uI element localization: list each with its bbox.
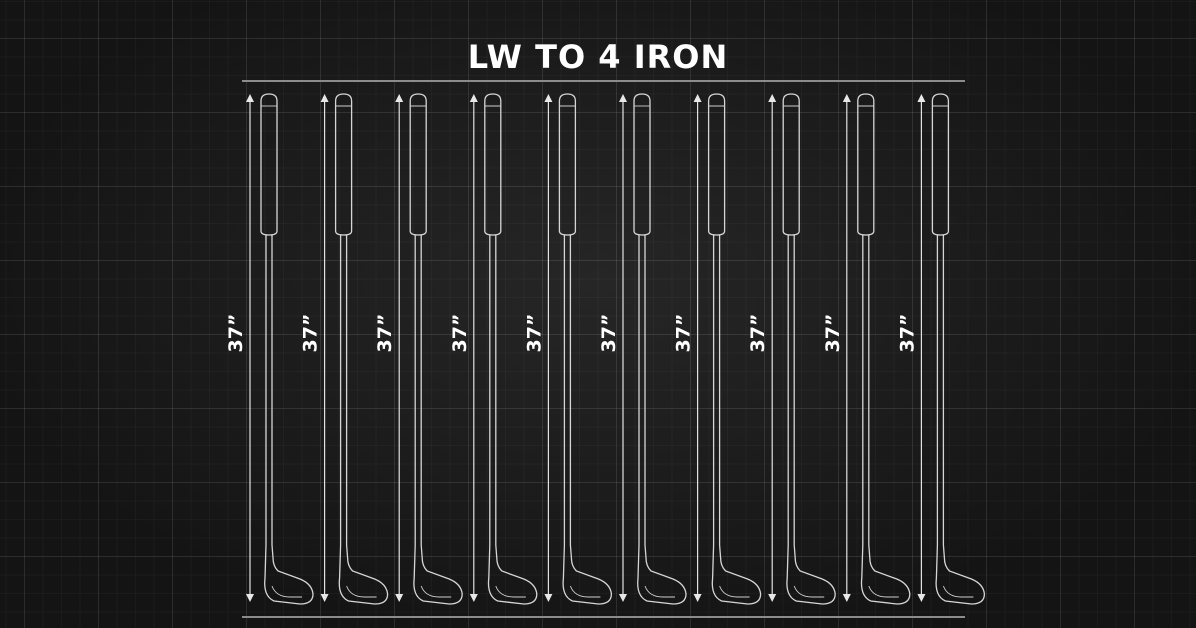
club-shaft <box>563 235 572 545</box>
club-shaft <box>936 235 945 545</box>
club-head <box>562 544 613 605</box>
club-grip <box>931 93 950 236</box>
clubs-layer: 37” 37” 37” 37” 37” 37” 37” 37” 37” 37” <box>225 93 986 605</box>
club-head <box>338 544 389 605</box>
club-head <box>413 544 463 605</box>
club-grip <box>782 93 800 236</box>
golf-club-icon: 37” <box>598 93 687 605</box>
club-head-detail <box>271 585 302 598</box>
club-grip <box>707 93 726 236</box>
dimension-arrow-icon <box>395 594 404 602</box>
club-head <box>786 544 836 605</box>
dimension-arrow-icon <box>619 94 627 102</box>
club-grip <box>484 93 502 236</box>
dimension-arrow-icon <box>768 94 777 102</box>
golf-club-icon: 37” <box>225 93 314 605</box>
club-head-detail <box>644 585 675 598</box>
club-length-label: 37” <box>598 314 620 353</box>
club-grip <box>558 93 577 236</box>
club-head-detail <box>569 585 601 598</box>
club-grip <box>633 93 651 236</box>
golf-club-icon: 37” <box>449 93 538 605</box>
club-grip <box>857 93 875 236</box>
golf-club-icon: 37” <box>300 93 389 605</box>
dimension-arrow-icon <box>693 94 702 102</box>
golf-club-icon: 37” <box>673 93 762 605</box>
club-grip <box>260 93 278 236</box>
club-head <box>711 544 762 605</box>
dimension-arrow-icon <box>395 94 404 102</box>
club-head-detail <box>868 585 899 598</box>
club-shaft <box>489 235 497 545</box>
golf-club-icon: 37” <box>523 93 613 605</box>
golf-club-icon: 37” <box>374 93 463 605</box>
dimension-arrow-icon <box>246 94 254 102</box>
club-grip <box>409 93 427 236</box>
golf-club-icon: 37” <box>822 93 911 605</box>
club-shaft <box>862 235 870 545</box>
dimension-arrow-icon <box>917 94 926 102</box>
dimension-arrow-icon <box>842 594 851 602</box>
club-shaft <box>339 235 348 545</box>
club-shaft <box>638 235 646 545</box>
golf-club-icon: 37” <box>896 93 986 605</box>
club-head <box>935 544 986 605</box>
club-length-label: 37” <box>523 314 545 353</box>
club-length-label: 37” <box>374 314 396 353</box>
dimension-arrow-icon <box>917 594 926 602</box>
club-head <box>637 544 687 605</box>
club-head-detail <box>793 585 825 598</box>
club-head-detail <box>942 585 974 598</box>
club-shaft <box>265 235 273 545</box>
club-length-label: 37” <box>747 314 769 353</box>
diagram-title: LW TO 4 IRON <box>467 38 729 76</box>
dimension-arrow-icon <box>469 94 478 102</box>
club-shaft <box>712 235 721 545</box>
club-head-detail <box>420 585 452 598</box>
club-head-detail <box>495 585 526 598</box>
club-length-label: 37” <box>449 314 471 353</box>
dimension-arrow-icon <box>246 594 254 602</box>
club-length-label: 37” <box>896 314 918 353</box>
dimension-arrow-icon <box>842 94 851 102</box>
club-length-label: 37” <box>300 314 322 353</box>
club-head-detail <box>719 585 750 598</box>
dimension-arrow-icon <box>320 594 329 602</box>
dimension-arrow-icon <box>768 594 777 602</box>
club-head <box>264 544 314 605</box>
club-head-detail <box>346 585 377 598</box>
club-head <box>860 544 911 605</box>
club-head <box>487 544 538 605</box>
dimension-arrow-icon <box>693 594 702 602</box>
club-length-label: 37” <box>225 314 247 353</box>
dimension-arrow-icon <box>320 94 329 102</box>
golf-club-icon: 37” <box>747 93 836 605</box>
club-length-label: 37” <box>822 314 844 353</box>
club-shaft <box>787 235 795 545</box>
club-shaft <box>414 235 422 545</box>
club-length-label: 37” <box>673 314 695 353</box>
dimension-arrow-icon <box>544 94 553 102</box>
dimension-arrow-icon <box>544 594 553 602</box>
club-grip <box>334 93 353 236</box>
dimension-arrow-icon <box>619 594 627 602</box>
dimension-arrow-icon <box>469 594 478 602</box>
